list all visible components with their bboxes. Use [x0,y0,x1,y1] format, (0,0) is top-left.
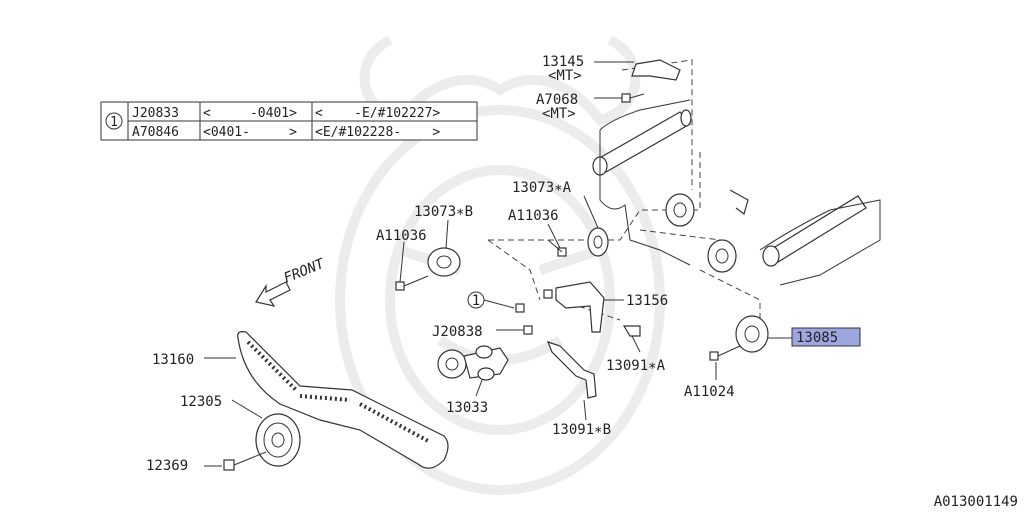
table-row2-date: <0401- > [203,125,297,140]
idler-pulley-13073a [587,227,609,257]
clip-13091a [622,325,641,337]
timing-belt-13160 [237,331,449,469]
camshaft-upper [592,99,692,266]
camshaft-right [759,195,881,286]
clip-right [729,189,749,216]
bracket-13091b [546,341,597,399]
label-a11024: A11024 [684,384,735,400]
bolt-ref1: 1 [467,291,525,313]
cam-sprocket-left [665,193,695,227]
idler-pulley-13073b [427,247,461,277]
label-a7068: A7068 [536,92,578,108]
table-ref-circle [105,112,123,130]
bolt-a11036-upper [547,239,567,257]
table-row1-serial: < -E/#102227> [315,106,440,121]
table-row2-part: A70846 [132,125,179,140]
tensioner-13033 [437,345,509,381]
label-j20838: J20838 [432,324,483,340]
label-13091b: 13091∗B [552,422,611,438]
label-13145-note: <MT> [548,68,582,84]
label-a11036-lower: A11036 [376,228,427,244]
label-13085[interactable]: 13085 [796,330,838,346]
label-12305: 12305 [180,394,222,410]
label-13145: 13145 [542,54,584,70]
bolt-12369 [223,451,267,471]
leader-lines [204,61,717,467]
table-ref-number: 1 [110,115,118,130]
label-a7068-note: <MT> [542,106,576,122]
highlight-box-13085[interactable] [791,327,861,347]
bolt-j20838 [496,325,533,335]
label-a11036-upper: A11036 [508,208,559,224]
label-12369: 12369 [146,458,188,474]
bracket-13156 [543,281,605,333]
table-row2-serial: <E/#102228- > [315,125,440,140]
cam-sprocket-right [707,239,737,273]
label-13160: 13160 [152,352,194,368]
bolt-a11024 [709,345,741,361]
table-row1-date: < -0401> [203,106,297,121]
callout-ref-number: 1 [472,293,480,309]
table-row1-part: J20833 [132,106,179,121]
crank-pulley-12305 [255,413,301,467]
label-13073a: 13073∗A [512,180,572,196]
label-13033: 13033 [446,400,488,416]
part-variant-table: 1 J20833 < -0401> < -E/#102227> A70846 <… [100,101,478,141]
image-code: A013001149 [934,494,1018,510]
front-label: FRONT [282,255,329,286]
idler-pulley-13085 [735,315,769,353]
label-13091a: 13091∗A [606,358,666,374]
label-13156: 13156 [626,293,668,309]
cover-13145 [631,59,681,81]
front-arrow-icon: FRONT [255,255,329,307]
label-13073b: 13073∗B [414,204,473,220]
